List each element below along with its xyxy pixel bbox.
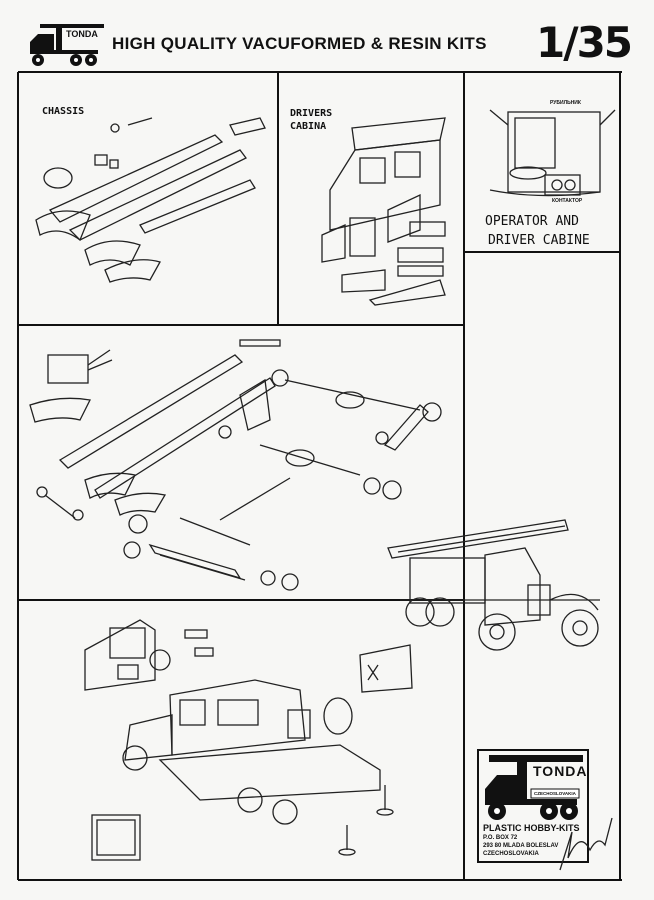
cabina-drawing — [321, 117, 446, 306]
logo-brand: TONDA — [533, 763, 588, 779]
header-brand: TONDA — [66, 29, 98, 39]
address-line-3: CZECHOSLOVAKIA — [483, 851, 539, 857]
drivers-cabina-label-2: CABINA — [290, 121, 327, 132]
chassis-label: CHASSIS — [42, 106, 85, 117]
katyusha-truck-drawing — [387, 519, 600, 651]
operator-cabine-drawing — [489, 109, 616, 197]
drivers-cabina-label-1: DRIVERS — [290, 108, 333, 119]
cab-assembly-drawing — [84, 619, 413, 861]
header-logo: TONDA — [26, 20, 106, 68]
scale-label: 1/35 — [536, 18, 633, 67]
operator-cabine-label-1: OPERATOR AND — [485, 214, 579, 229]
address-line-2: 293 80 MLADA BOLESLAV — [483, 843, 559, 849]
chassis-drawing — [35, 117, 266, 283]
page-title: HIGH QUALITY VACUFORMED & RESIN KITS — [112, 34, 487, 53]
callout-bottom: КОНТАКТОР — [552, 198, 583, 204]
address-line-1: P.O. BOX 72 — [483, 835, 518, 841]
company-logo-box: TONDA CZECHOSLOVAKIA PLASTIC HOBBY-KITS … — [477, 749, 589, 863]
operator-cabine-label-2: DRIVER CABINE — [488, 233, 590, 248]
logo-country-badge: CZECHOSLOVAKIA — [534, 791, 576, 796]
company-name: PLASTIC HOBBY-KITS — [483, 823, 580, 833]
callout-top: РУБИЛЬНИК — [550, 100, 581, 106]
chassis-assembly-drawing — [29, 339, 442, 591]
